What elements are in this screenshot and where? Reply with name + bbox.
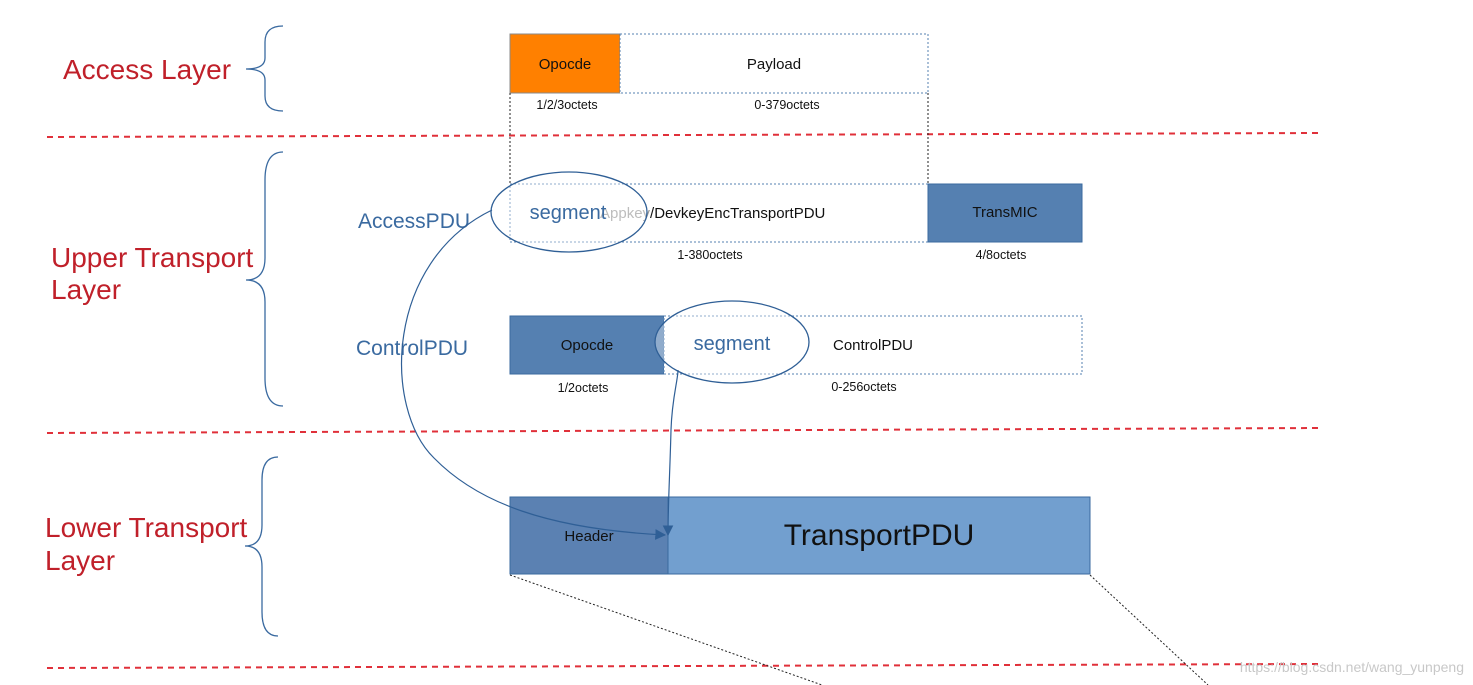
transmic-text: TransMIC: [972, 204, 1037, 221]
separator-upper-lower: [46, 427, 1319, 434]
control-pdu-size: 0-256octets: [831, 380, 896, 394]
watermark-text: https://blog.csdn.net/wang_yunpeng: [1240, 659, 1464, 675]
upper-transport-label-line1: Upper Transport: [51, 242, 254, 273]
brace-upper-transport: [245, 151, 284, 407]
header-text: Header: [564, 528, 613, 545]
transport-pdu-text: TransportPDU: [784, 519, 975, 552]
access-pdu-label: AccessPDU: [358, 210, 470, 233]
encrypted-pdu-prefix: Appkey: [600, 205, 651, 222]
control-opcode-size: 1/2octets: [558, 381, 609, 395]
access-payload-size: 0-379octets: [754, 98, 819, 112]
access-opcode-text: Opocde: [539, 56, 592, 73]
projection-left-lower: [509, 574, 823, 685]
control-pdu-text: ControlPDU: [833, 337, 913, 354]
access-layer-label: Access Layer: [63, 54, 231, 85]
encrypted-pdu-size: 1-380octets: [677, 248, 742, 262]
upper-transport-label-line2: Layer: [51, 274, 121, 305]
control-pdu-label: ControlPDU: [356, 337, 468, 360]
encrypted-transport-pdu-text: Appkey/DevkeyEncTransportPDU: [600, 205, 825, 222]
transmic-box: [927, 183, 1083, 243]
control-opcode-text: Opocde: [561, 337, 614, 354]
separator-bottom: [46, 663, 1319, 669]
lower-transport-label-line1: Lower Transport: [45, 512, 248, 543]
transmic-size: 4/8octets: [976, 248, 1027, 262]
control-pdu-box: [663, 315, 1083, 375]
header-box: [509, 496, 669, 575]
control-segment-arrow: [662, 369, 679, 537]
control-segment-ellipse: [654, 300, 810, 384]
access-opcode-box: [509, 33, 621, 94]
access-payload-text: Payload: [747, 56, 801, 73]
projection-right-lower: [1089, 574, 1209, 685]
lower-transport-label-line2: Layer: [45, 545, 115, 576]
access-segment-ellipse: [490, 171, 648, 253]
brace-lower-transport: [244, 456, 279, 637]
separator-access-upper: [46, 132, 1319, 138]
access-opcode-size: 1/2/3octets: [536, 98, 597, 112]
encrypted-pdu-rest: /DevkeyEncTransportPDU: [650, 205, 825, 222]
access-segment-text: segment: [530, 202, 607, 224]
access-payload-box: [619, 33, 929, 94]
encrypted-transport-pdu-box: [509, 183, 929, 243]
control-opcode-box: [509, 315, 665, 375]
access-segment-arrow: [401, 209, 667, 540]
brace-access-layer: [245, 25, 284, 112]
control-segment-text: segment: [694, 333, 771, 355]
